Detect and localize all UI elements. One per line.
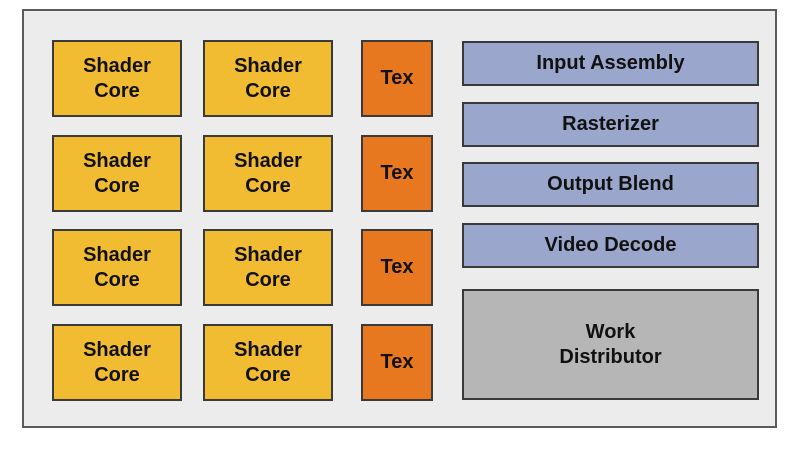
shader-core-block: Shader Core xyxy=(203,40,333,117)
video-decode-label: Video Decode xyxy=(544,234,677,256)
tex-unit-label: Tex xyxy=(380,162,414,184)
tex-unit-block: Tex xyxy=(361,135,433,212)
output-blend-label: Output Blend xyxy=(547,173,674,195)
shader-core-block: Shader Core xyxy=(52,40,182,117)
tex-unit-block: Tex xyxy=(361,40,433,117)
shader-core-label: Shader Core xyxy=(234,54,302,102)
video-decode-block: Video Decode xyxy=(462,223,759,268)
shader-core-label: Shader Core xyxy=(234,243,302,291)
shader-core-label: Shader Core xyxy=(234,338,302,386)
tex-unit-block: Tex xyxy=(361,229,433,306)
tex-unit-label: Tex xyxy=(380,351,414,373)
shader-core-block: Shader Core xyxy=(203,229,333,306)
shader-core-label: Shader Core xyxy=(83,243,151,291)
shader-core-label: Shader Core xyxy=(83,149,151,197)
gpu-block-diagram: Shader Core Shader Core Tex Shader Core … xyxy=(22,9,777,428)
tex-unit-label: Tex xyxy=(380,67,414,89)
shader-core-block: Shader Core xyxy=(203,135,333,212)
tex-unit-label: Tex xyxy=(380,256,414,278)
rasterizer-block: Rasterizer xyxy=(462,102,759,147)
work-distributor-label: Work Distributor xyxy=(559,320,662,368)
shader-core-block: Shader Core xyxy=(52,324,182,401)
tex-unit-block: Tex xyxy=(361,324,433,401)
shader-core-block: Shader Core xyxy=(52,135,182,212)
rasterizer-label: Rasterizer xyxy=(562,113,659,135)
output-blend-block: Output Blend xyxy=(462,162,759,207)
input-assembly-label: Input Assembly xyxy=(536,52,685,74)
shader-core-block: Shader Core xyxy=(203,324,333,401)
input-assembly-block: Input Assembly xyxy=(462,41,759,86)
shader-core-label: Shader Core xyxy=(83,54,151,102)
shader-core-label: Shader Core xyxy=(234,149,302,197)
shader-core-block: Shader Core xyxy=(52,229,182,306)
work-distributor-block: Work Distributor xyxy=(462,289,759,400)
shader-core-label: Shader Core xyxy=(83,338,151,386)
